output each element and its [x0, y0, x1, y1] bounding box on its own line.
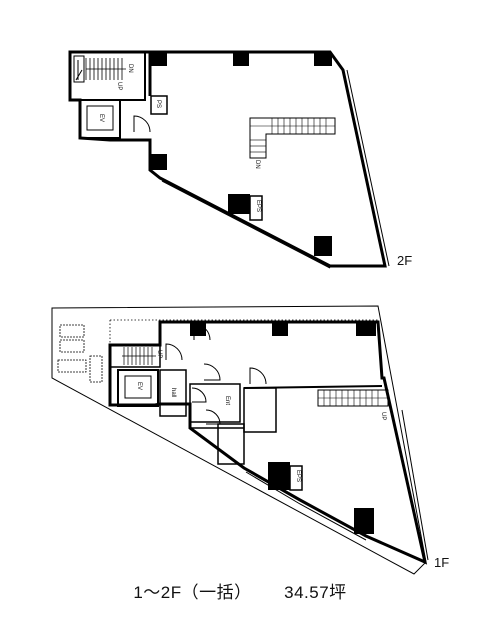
floor-1f-stair-steps	[122, 347, 156, 365]
floor-2f-ev-label: EV	[98, 114, 104, 122]
floor-2f-ps	[150, 95, 168, 115]
floor-1f-door	[249, 367, 267, 385]
floor-2f-elevator-car	[86, 105, 114, 131]
caption-floors: 1～2F（一括）	[133, 583, 252, 602]
floor-2f-column	[233, 52, 249, 66]
floor-2f-door	[133, 115, 151, 133]
caption-area: 34.57坪	[284, 583, 347, 602]
floor-2f-column	[314, 236, 332, 256]
floor-1f-ev-label: EV	[136, 382, 142, 390]
floor-2f-stair-box	[69, 51, 146, 101]
floor-2f-column	[314, 52, 332, 66]
floor-1f-internal-stair-steps	[318, 390, 388, 406]
floor-2f-dn-main-label: DN	[254, 160, 260, 169]
floor-1f-column	[356, 322, 376, 336]
floor-1f-hall	[159, 369, 187, 417]
floor-1f-label: 1F	[434, 555, 449, 570]
floor-1f-column	[272, 322, 288, 336]
floor-1f-door	[165, 343, 183, 361]
floor-2f-stair-steps	[85, 58, 126, 80]
floor-1f-site-boundary	[51, 305, 427, 575]
floor-2f-column	[151, 52, 167, 66]
floor-1f-elevator	[117, 369, 159, 407]
floor-2f-column	[228, 194, 250, 214]
floor-1f-eps	[289, 465, 303, 491]
floor-2f-internal-stair	[249, 117, 336, 159]
floor-2f-window-bottom	[161, 180, 331, 269]
floor-2f-dn-label: DN	[127, 64, 133, 73]
floor-1f-slot	[57, 359, 87, 373]
floor-1f-stair-box	[109, 344, 161, 368]
floor-1f-eps-label: EPS	[295, 470, 301, 482]
floor-1f-column	[268, 462, 290, 490]
floor-1f-slot	[59, 324, 85, 338]
area-caption: 1～2F（一括） 34.57坪	[0, 578, 480, 603]
floor-2f: DN UP EV PS EPS	[68, 50, 412, 269]
floor-2f-eps-label: EPS	[255, 200, 261, 212]
floor-1f-door	[203, 363, 221, 381]
floor-1f-hall-label: hall	[170, 388, 176, 397]
floor-2f-elevator	[79, 99, 121, 139]
floor-2f-internal-stair-steps	[250, 118, 335, 153]
floor-2f-stair-landing	[73, 55, 85, 83]
floor-1f-window-right	[401, 409, 429, 561]
floor-1f-slot-vertical	[89, 355, 103, 383]
floor-1f-up-main-label: UP	[380, 412, 386, 420]
floor-1f: UP EV hall Ent UP	[51, 305, 449, 575]
floor-2f-column	[151, 154, 167, 170]
floor-1f-partition	[243, 385, 383, 389]
floor-2f-ps-label: PS	[155, 100, 161, 108]
floor-1f-ent-label: Ent	[224, 396, 230, 405]
floor-1f-utility-small	[217, 423, 245, 465]
floor-1f-utility	[243, 387, 277, 433]
floor-2f-label: 2F	[397, 253, 412, 268]
floor-2f-stair-arrow	[75, 60, 83, 81]
floor-2f-up-label: UP	[116, 82, 122, 90]
floor-1f-column	[354, 508, 374, 534]
floor-1f-up-label: UP	[156, 350, 162, 358]
floor-1f-column	[190, 322, 206, 336]
floor-1f-entrance	[189, 383, 241, 423]
floor-1f-window-bottom	[245, 471, 367, 541]
floor-1f-slot	[59, 339, 85, 353]
floor-1f-elevator-car	[124, 375, 152, 399]
floor-1f-door	[191, 387, 207, 403]
floor-2f-window-right	[346, 69, 390, 267]
floor-2f-eps	[249, 195, 263, 221]
